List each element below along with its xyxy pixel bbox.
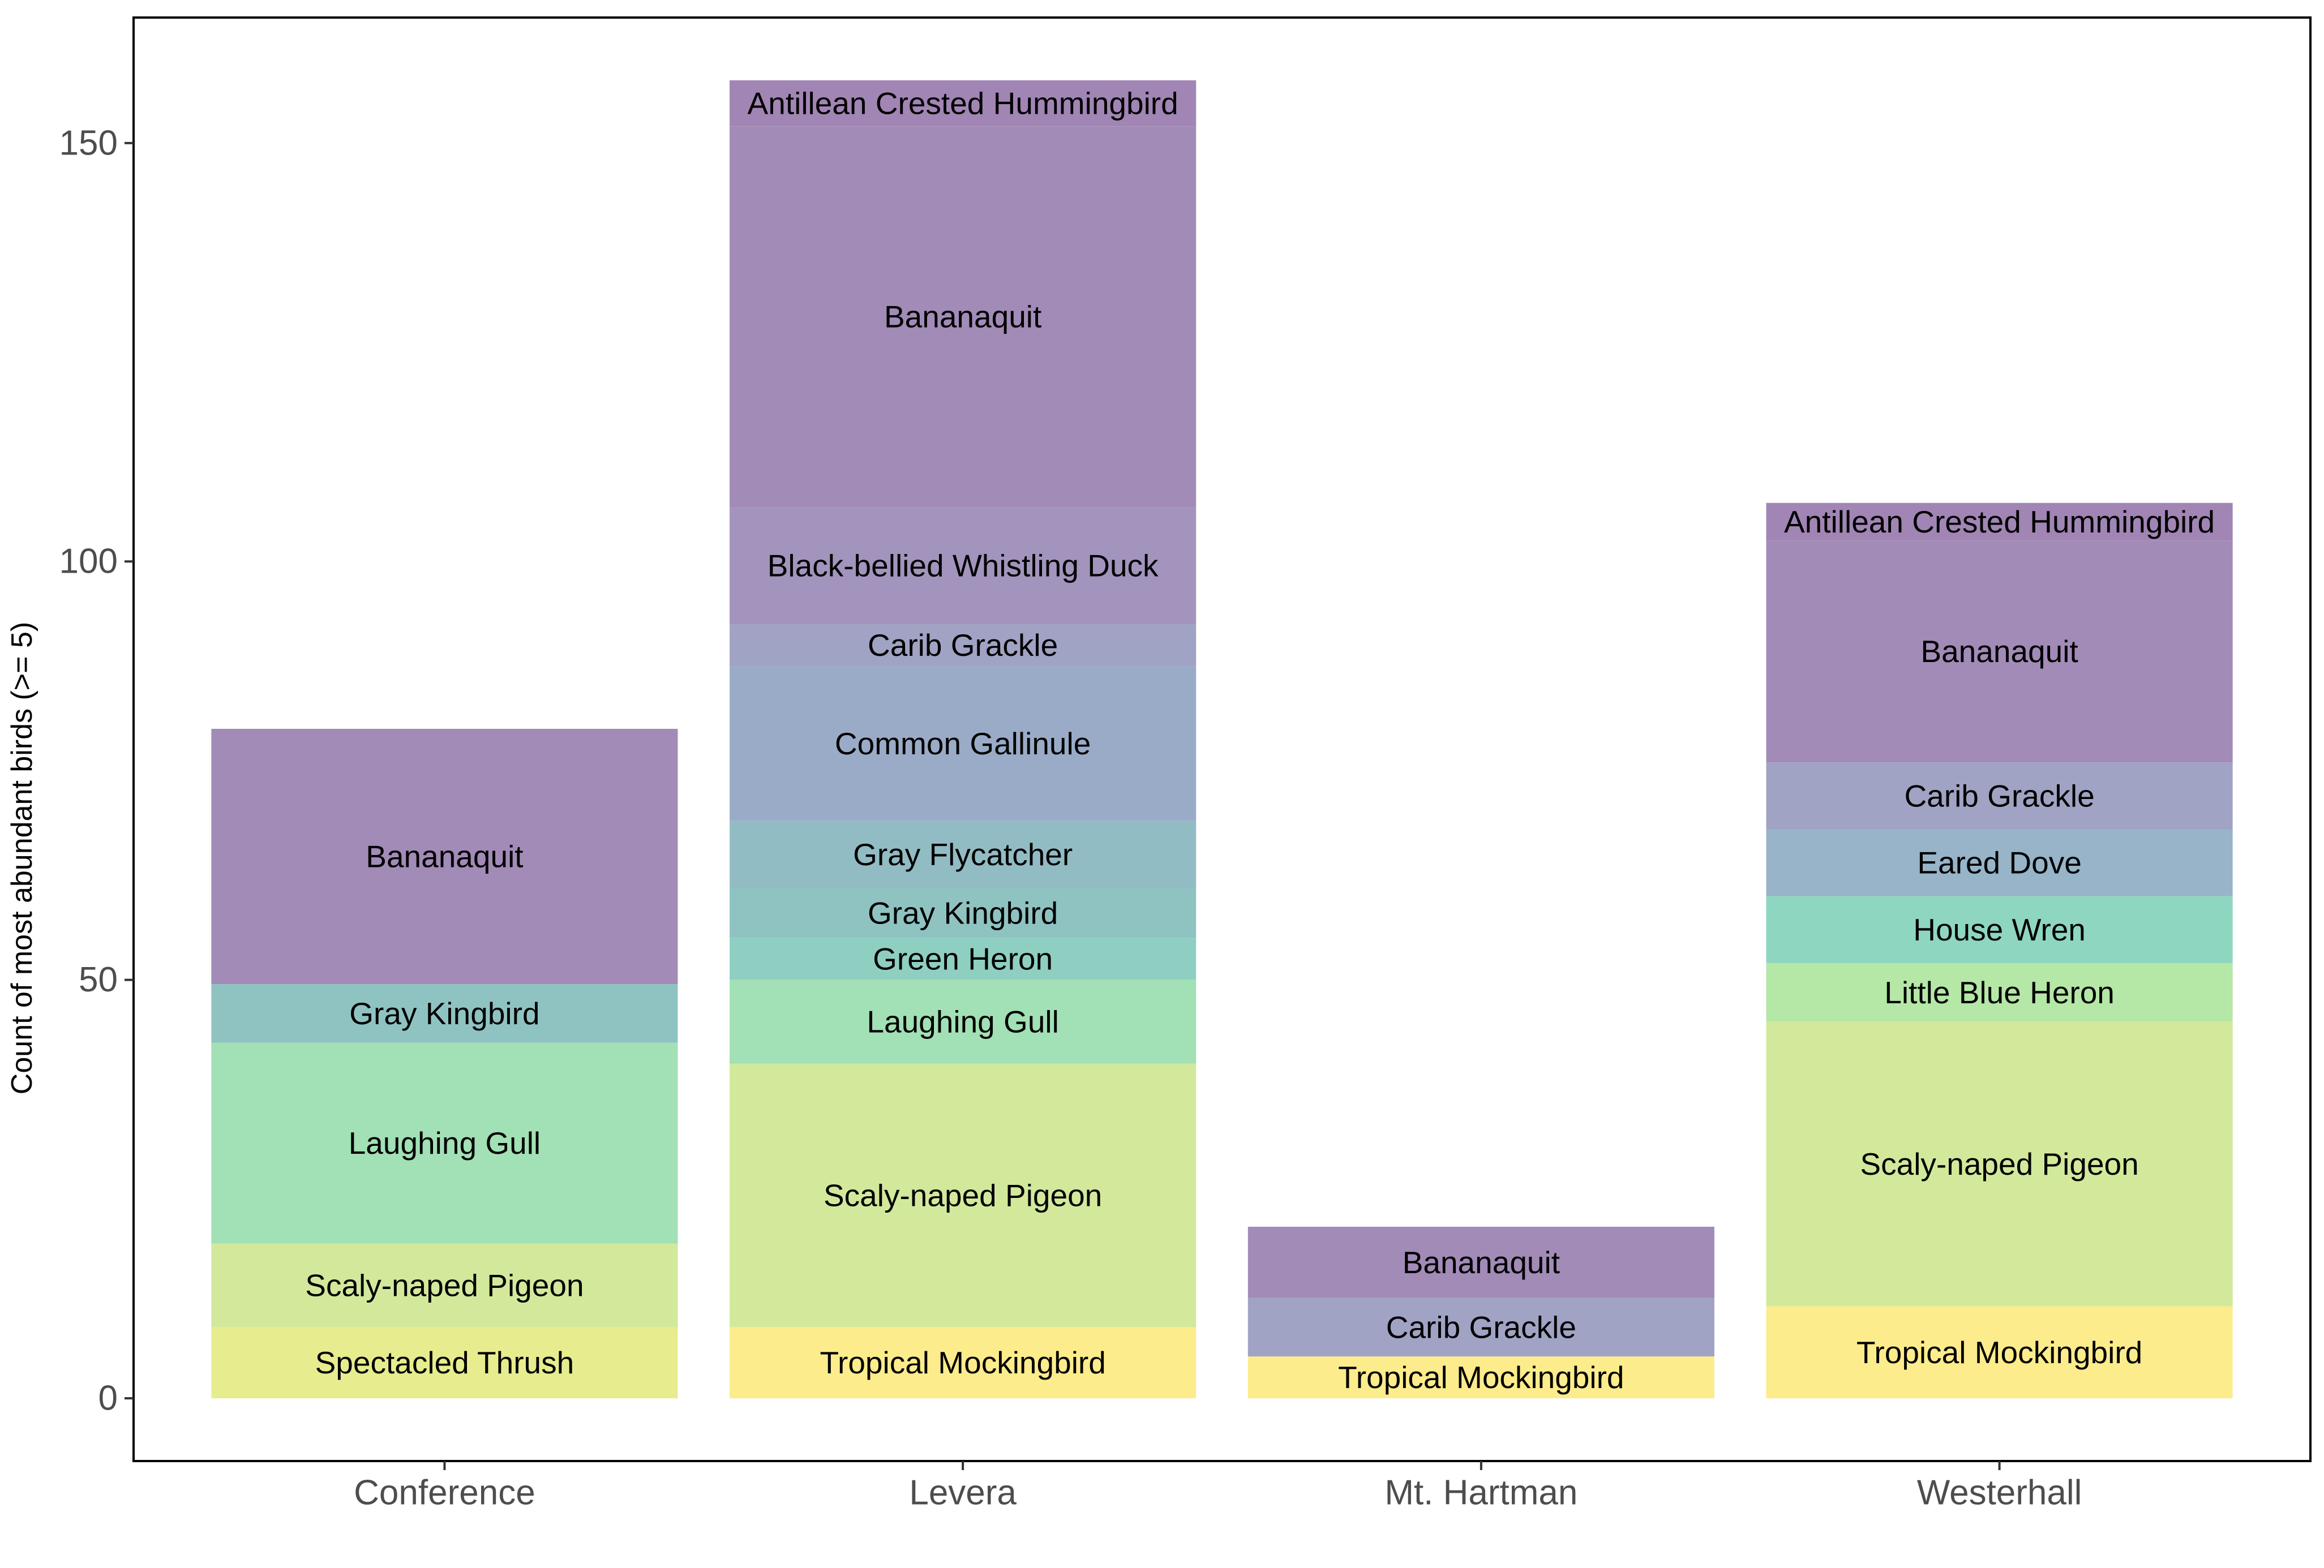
segment-label-levera-scaly-naped-pigeon: Scaly-naped Pigeon bbox=[824, 1178, 1102, 1213]
segment-label-westerhall-carib-grackle: Carib Grackle bbox=[1904, 778, 2094, 813]
plot-panel-border bbox=[132, 16, 2312, 1462]
bar-segment-conference-bananaquit bbox=[211, 729, 678, 985]
bar-segment-mt-hartman-tropical-mockingbird bbox=[1247, 1356, 1714, 1399]
segment-label-levera-gray-flycatcher: Gray Flycatcher bbox=[853, 837, 1073, 872]
bar-segment-levera-laughing-gull bbox=[730, 980, 1197, 1064]
bar-segment-levera-carib-grackle bbox=[730, 624, 1197, 667]
segment-label-levera-bananaquit: Bananaquit bbox=[884, 299, 1041, 334]
bar-segment-westerhall-carib-grackle bbox=[1766, 762, 2233, 830]
x-tick-label-levera: Levera bbox=[909, 1474, 1017, 1513]
bar-segment-westerhall-antillean-crested-hummingbird bbox=[1766, 502, 2233, 541]
segment-label-westerhall-bananaquit: Bananaquit bbox=[1920, 634, 2078, 669]
bar-segment-westerhall-little-blue-heron bbox=[1766, 963, 2233, 1022]
y-tick-label: 50 bbox=[79, 960, 118, 999]
y-tick-label: 0 bbox=[98, 1379, 118, 1418]
bar-segment-westerhall-scaly-naped-pigeon bbox=[1766, 1021, 2233, 1307]
x-axis: Conference Levera Mt. Hartman Westerhall bbox=[354, 1461, 2082, 1513]
bar-segment-westerhall-tropical-mockingbird bbox=[1766, 1306, 2233, 1399]
x-tick-label-conference: Conference bbox=[354, 1474, 535, 1513]
y-tick-label: 100 bbox=[59, 542, 118, 581]
segment-label-westerhall-eared-dove: Eared Dove bbox=[1917, 845, 2081, 880]
segment-label-levera-carib-grackle: Carib Grackle bbox=[868, 628, 1058, 663]
x-tick-label-mt-hartman: Mt. Hartman bbox=[1384, 1474, 1577, 1513]
segment-label-westerhall-little-blue-heron: Little Blue Heron bbox=[1884, 975, 2115, 1010]
segment-label-conference-gray-kingbird: Gray Kingbird bbox=[349, 996, 539, 1031]
bars-layer bbox=[211, 80, 2233, 1399]
segment-label-westerhall-house-wren: House Wren bbox=[1913, 912, 2086, 947]
bar-segment-westerhall-bananaquit bbox=[1766, 540, 2233, 763]
segment-label-levera-antillean-crested-hummingbird: Antillean Crested Hummingbird bbox=[748, 86, 1178, 121]
bar-segment-levera-scaly-naped-pigeon bbox=[730, 1063, 1197, 1328]
segment-labels-layer: Spectacled Thrush Scaly-naped Pigeon Laugh… bbox=[305, 86, 2215, 1395]
segment-label-mt-hartman-bananaquit: Bananaquit bbox=[1403, 1245, 1560, 1280]
bar-segment-levera-green-heron bbox=[730, 938, 1197, 980]
segment-label-levera-gray-kingbird: Gray Kingbird bbox=[868, 895, 1058, 930]
segment-label-conference-spectacled-thrush: Spectacled Thrush bbox=[315, 1345, 574, 1380]
bar-segment-westerhall-eared-dove bbox=[1766, 829, 2233, 896]
segment-label-westerhall-scaly-naped-pigeon: Scaly-naped Pigeon bbox=[1860, 1146, 2138, 1182]
segment-label-westerhall-antillean-crested-hummingbird: Antillean Crested Hummingbird bbox=[1784, 504, 2215, 539]
segment-label-levera-tropical-mockingbird: Tropical Mockingbird bbox=[820, 1345, 1105, 1380]
bar-segment-conference-laughing-gull bbox=[211, 1042, 678, 1244]
x-tick-label-westerhall: Westerhall bbox=[1917, 1474, 2082, 1513]
y-axis-title: Count of most abundant birds (>= 5) bbox=[6, 622, 38, 1094]
bar-segment-conference-spectacled-thrush bbox=[211, 1327, 678, 1399]
bar-segment-levera-gray-flycatcher bbox=[730, 820, 1197, 888]
bar-segment-mt-hartman-bananaquit bbox=[1247, 1226, 1714, 1298]
y-tick-label: 150 bbox=[59, 123, 118, 162]
bar-segment-levera-bananaquit bbox=[730, 126, 1197, 508]
segment-label-conference-laughing-gull: Laughing Gull bbox=[349, 1125, 541, 1161]
segment-label-conference-bananaquit: Bananaquit bbox=[366, 839, 523, 874]
bar-segment-conference-gray-kingbird bbox=[211, 984, 678, 1043]
y-axis: 0 50 100 150 bbox=[59, 123, 134, 1418]
bar-segment-conference-scaly-naped-pigeon bbox=[211, 1243, 678, 1328]
bar-segment-mt-hartman-carib-grackle bbox=[1247, 1298, 1714, 1357]
segment-label-levera-laughing-gull: Laughing Gull bbox=[867, 1004, 1058, 1039]
bar-segment-levera-black-bellied-whistling-duck bbox=[730, 507, 1197, 625]
segment-label-westerhall-tropical-mockingbird: Tropical Mockingbird bbox=[1856, 1335, 2142, 1370]
bar-segment-levera-antillean-crested-hummingbird bbox=[730, 80, 1197, 127]
bar-segment-levera-common-gallinule bbox=[730, 666, 1197, 821]
segment-label-mt-hartman-carib-grackle: Carib Grackle bbox=[1386, 1309, 1576, 1344]
segment-label-levera-black-bellied-whistling-duck: Black-bellied Whistling Duck bbox=[767, 548, 1159, 583]
bar-segment-levera-tropical-mockingbird bbox=[730, 1327, 1197, 1399]
bar-segment-westerhall-house-wren bbox=[1766, 896, 2233, 964]
segment-label-levera-green-heron: Green Heron bbox=[873, 942, 1053, 977]
segment-label-conference-scaly-naped-pigeon: Scaly-naped Pigeon bbox=[305, 1268, 584, 1303]
segment-label-levera-common-gallinule: Common Gallinule bbox=[835, 726, 1091, 761]
bar-segment-levera-gray-kingbird bbox=[730, 887, 1197, 938]
segment-label-mt-hartman-tropical-mockingbird: Tropical Mockingbird bbox=[1338, 1360, 1624, 1395]
